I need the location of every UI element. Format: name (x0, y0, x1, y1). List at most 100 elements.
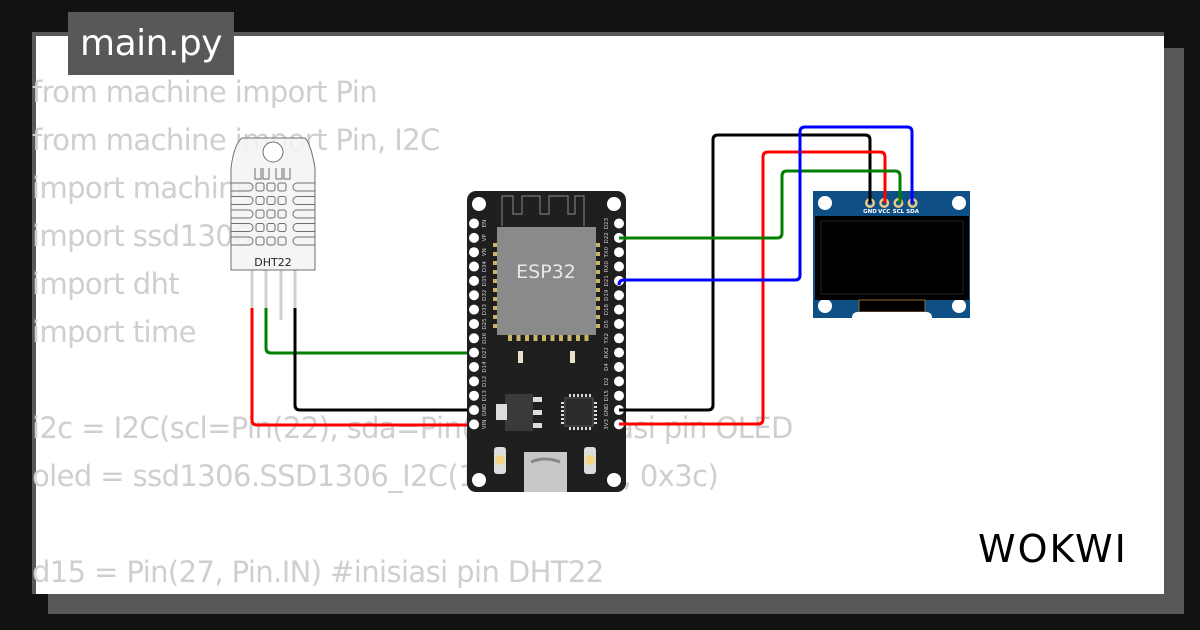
esp32-pin-d33[interactable] (469, 304, 479, 315)
mounting-hole (952, 196, 966, 210)
file-tab[interactable]: main.py (68, 12, 235, 75)
esp32-pin-label: D26 (482, 332, 488, 344)
dht22-sensor[interactable]: DHT22 (230, 137, 316, 271)
esp32-pin-label: EN (482, 220, 488, 228)
esp32-pin-label: VN (482, 248, 488, 256)
esp32-pin-tx0[interactable] (614, 247, 624, 258)
esp32-pin-label: D13 (482, 390, 488, 402)
esp32-pin-d25[interactable] (469, 318, 479, 329)
esp32-pin-label: D4 (604, 363, 610, 371)
wokwi-logo: WOKWI (978, 527, 1128, 571)
esp32-pin-d19[interactable] (614, 290, 624, 301)
code-preview: from machine import Pin from machine impo… (32, 68, 793, 596)
mounting-hole (472, 473, 486, 487)
oled-pin-label: VCC (878, 209, 890, 215)
esp32-pin-label: 3V3 (604, 419, 610, 430)
dht22-pins (250, 270, 297, 320)
esp32-pin-vin[interactable] (469, 419, 479, 430)
esp32-pin-d13[interactable] (469, 390, 479, 401)
esp32-pin-d32[interactable] (469, 290, 479, 301)
wire-3v3-to-oled-vcc[interactable] (619, 150, 887, 426)
esp32-pin-label: RX2 (604, 347, 610, 358)
esp32-pin-tx2[interactable] (614, 333, 624, 344)
mounting-hole (818, 196, 832, 210)
esp32-pin-label: GND (482, 404, 488, 417)
esp32-pin-label: D34 (482, 260, 488, 272)
esp32-pin-d12[interactable] (469, 376, 479, 387)
smd-led (570, 351, 575, 363)
esp32-pin-rx2[interactable] (614, 347, 624, 358)
esp32-pin-d5[interactable] (614, 318, 624, 329)
esp32-pin-d26[interactable] (469, 333, 479, 344)
esp32-pin-d18[interactable] (614, 304, 624, 315)
wire-dht-vcc-to-vin[interactable] (250, 308, 474, 427)
dht22-vent-grid (231, 182, 315, 246)
code-line: import time (32, 315, 196, 349)
code-line: from machine import Pin (32, 75, 378, 109)
frame-shadow-right (1164, 48, 1184, 614)
esp32-pin-label: D27 (482, 347, 488, 359)
esp32-pin-label: TX2 (604, 333, 610, 345)
esp32-pin-label: D15 (604, 390, 610, 402)
antenna-trace (501, 195, 585, 226)
wire-d21-to-oled-sda[interactable] (617, 125, 914, 286)
esp32-pin-label: D19 (604, 289, 610, 301)
esp32-pin-label: D32 (482, 290, 488, 301)
esp32-pin-label: D12 (482, 376, 488, 387)
esp32-pin-label: D21 (604, 275, 610, 286)
boot-button[interactable] (494, 447, 506, 474)
esp32-pin-label: D14 (482, 361, 488, 373)
oled-screen (815, 216, 969, 300)
esp32-pin-label: D5 (604, 320, 610, 328)
esp32-pin-label: D35 (482, 275, 488, 287)
wire-d22-to-oled-scl[interactable] (619, 169, 902, 240)
esp32-pin-gnd[interactable] (469, 405, 479, 416)
usb-uart-chip (561, 394, 597, 430)
esp32-pin-d34[interactable] (469, 261, 479, 272)
wire-dht-sda-to-d27[interactable] (264, 308, 474, 355)
code-line: d15 = Pin(27, Pin.IN) #inisiasi pin DHT2… (32, 555, 604, 589)
oled-pin-label: GND (863, 209, 877, 215)
wire-gnd-to-oled-gnd[interactable] (619, 133, 872, 412)
frame-shadow-bottom (48, 594, 1184, 614)
esp32-pin-label: D25 (482, 318, 488, 330)
esp32-pin-d14[interactable] (469, 362, 479, 372)
esp32-pin-label: D18 (604, 303, 610, 315)
oled-pin-label: SCL (893, 209, 905, 215)
smd-led (518, 351, 523, 363)
code-line: import dht (32, 267, 180, 301)
module-pads (493, 243, 600, 341)
mounting-hole (607, 473, 621, 487)
reset-button[interactable] (584, 447, 596, 474)
esp32-pin-d15[interactable] (614, 390, 624, 401)
oled-pin-label: SDA (906, 209, 920, 215)
mounting-hole (818, 299, 832, 313)
esp32-pin-vp[interactable] (469, 232, 479, 243)
esp32-pin-label: D33 (482, 303, 488, 315)
esp32-pin-label: VIN (482, 420, 488, 430)
mounting-hole (472, 197, 486, 211)
esp32-pin-label: D22 (604, 232, 610, 243)
esp32-pin-label: VP (482, 234, 488, 242)
esp32-pin-d4[interactable] (614, 362, 624, 372)
esp32-pin-en[interactable] (469, 218, 479, 229)
esp32-label: ESP32 (516, 261, 576, 283)
esp32-pin-rx0[interactable] (614, 261, 624, 272)
micro-usb-port (524, 452, 567, 492)
code-line: from machine import Pin, I2C (32, 123, 440, 157)
esp32-pin-vn[interactable] (469, 247, 479, 258)
esp32-pin-d27[interactable] (469, 347, 479, 358)
wire-dht-gnd-to-gnd[interactable] (293, 308, 474, 412)
esp32-pin-d2[interactable] (614, 376, 624, 387)
esp32-pin-label: GND (604, 404, 610, 417)
esp32-pin-label: TX0 (604, 246, 610, 258)
voltage-regulator (496, 394, 542, 431)
esp32-pin-label: RX0 (604, 261, 610, 273)
dht22-label: DHT22 (254, 256, 291, 269)
oled-ribbon (858, 299, 926, 313)
esp32-pin-d23[interactable] (614, 218, 624, 229)
esp32-pin-d35[interactable] (469, 275, 479, 286)
